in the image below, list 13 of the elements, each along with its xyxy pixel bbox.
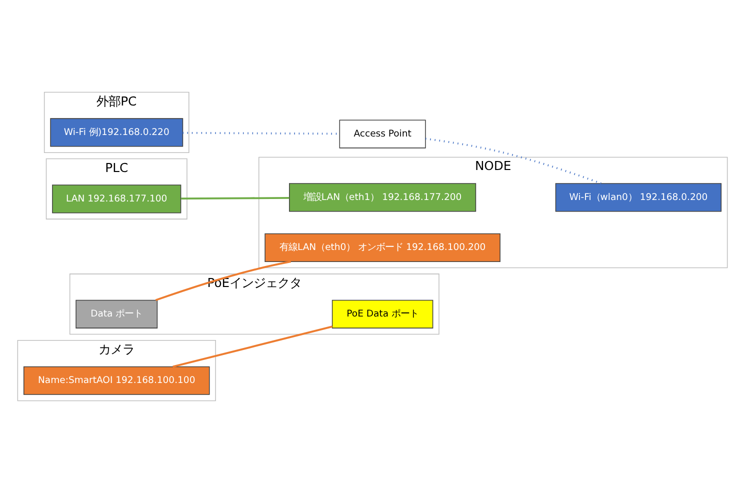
connector [181, 196, 290, 200]
node-box: Data ポート [76, 300, 158, 328]
connector [172, 326, 332, 368]
node-box: PoE Data ポート [332, 300, 434, 328]
node-box: Wi-Fi 例)192.168.0.220 [50, 118, 184, 147]
node-box: 有線LAN（eth0） オンボード 192.168.100.200 [264, 233, 500, 262]
node-box: Wi-Fi（wlan0） 192.168.0.200 [555, 183, 722, 212]
node-box: 増設LAN（eth1） 192.168.177.200 [289, 183, 476, 212]
node-box: Name:SmartAOI 192.168.100.100 [23, 366, 210, 395]
node-box: Access Point [339, 120, 426, 148]
connector [155, 260, 292, 302]
node-box: LAN 192.168.177.100 [52, 184, 182, 214]
connector [425, 138, 602, 184]
